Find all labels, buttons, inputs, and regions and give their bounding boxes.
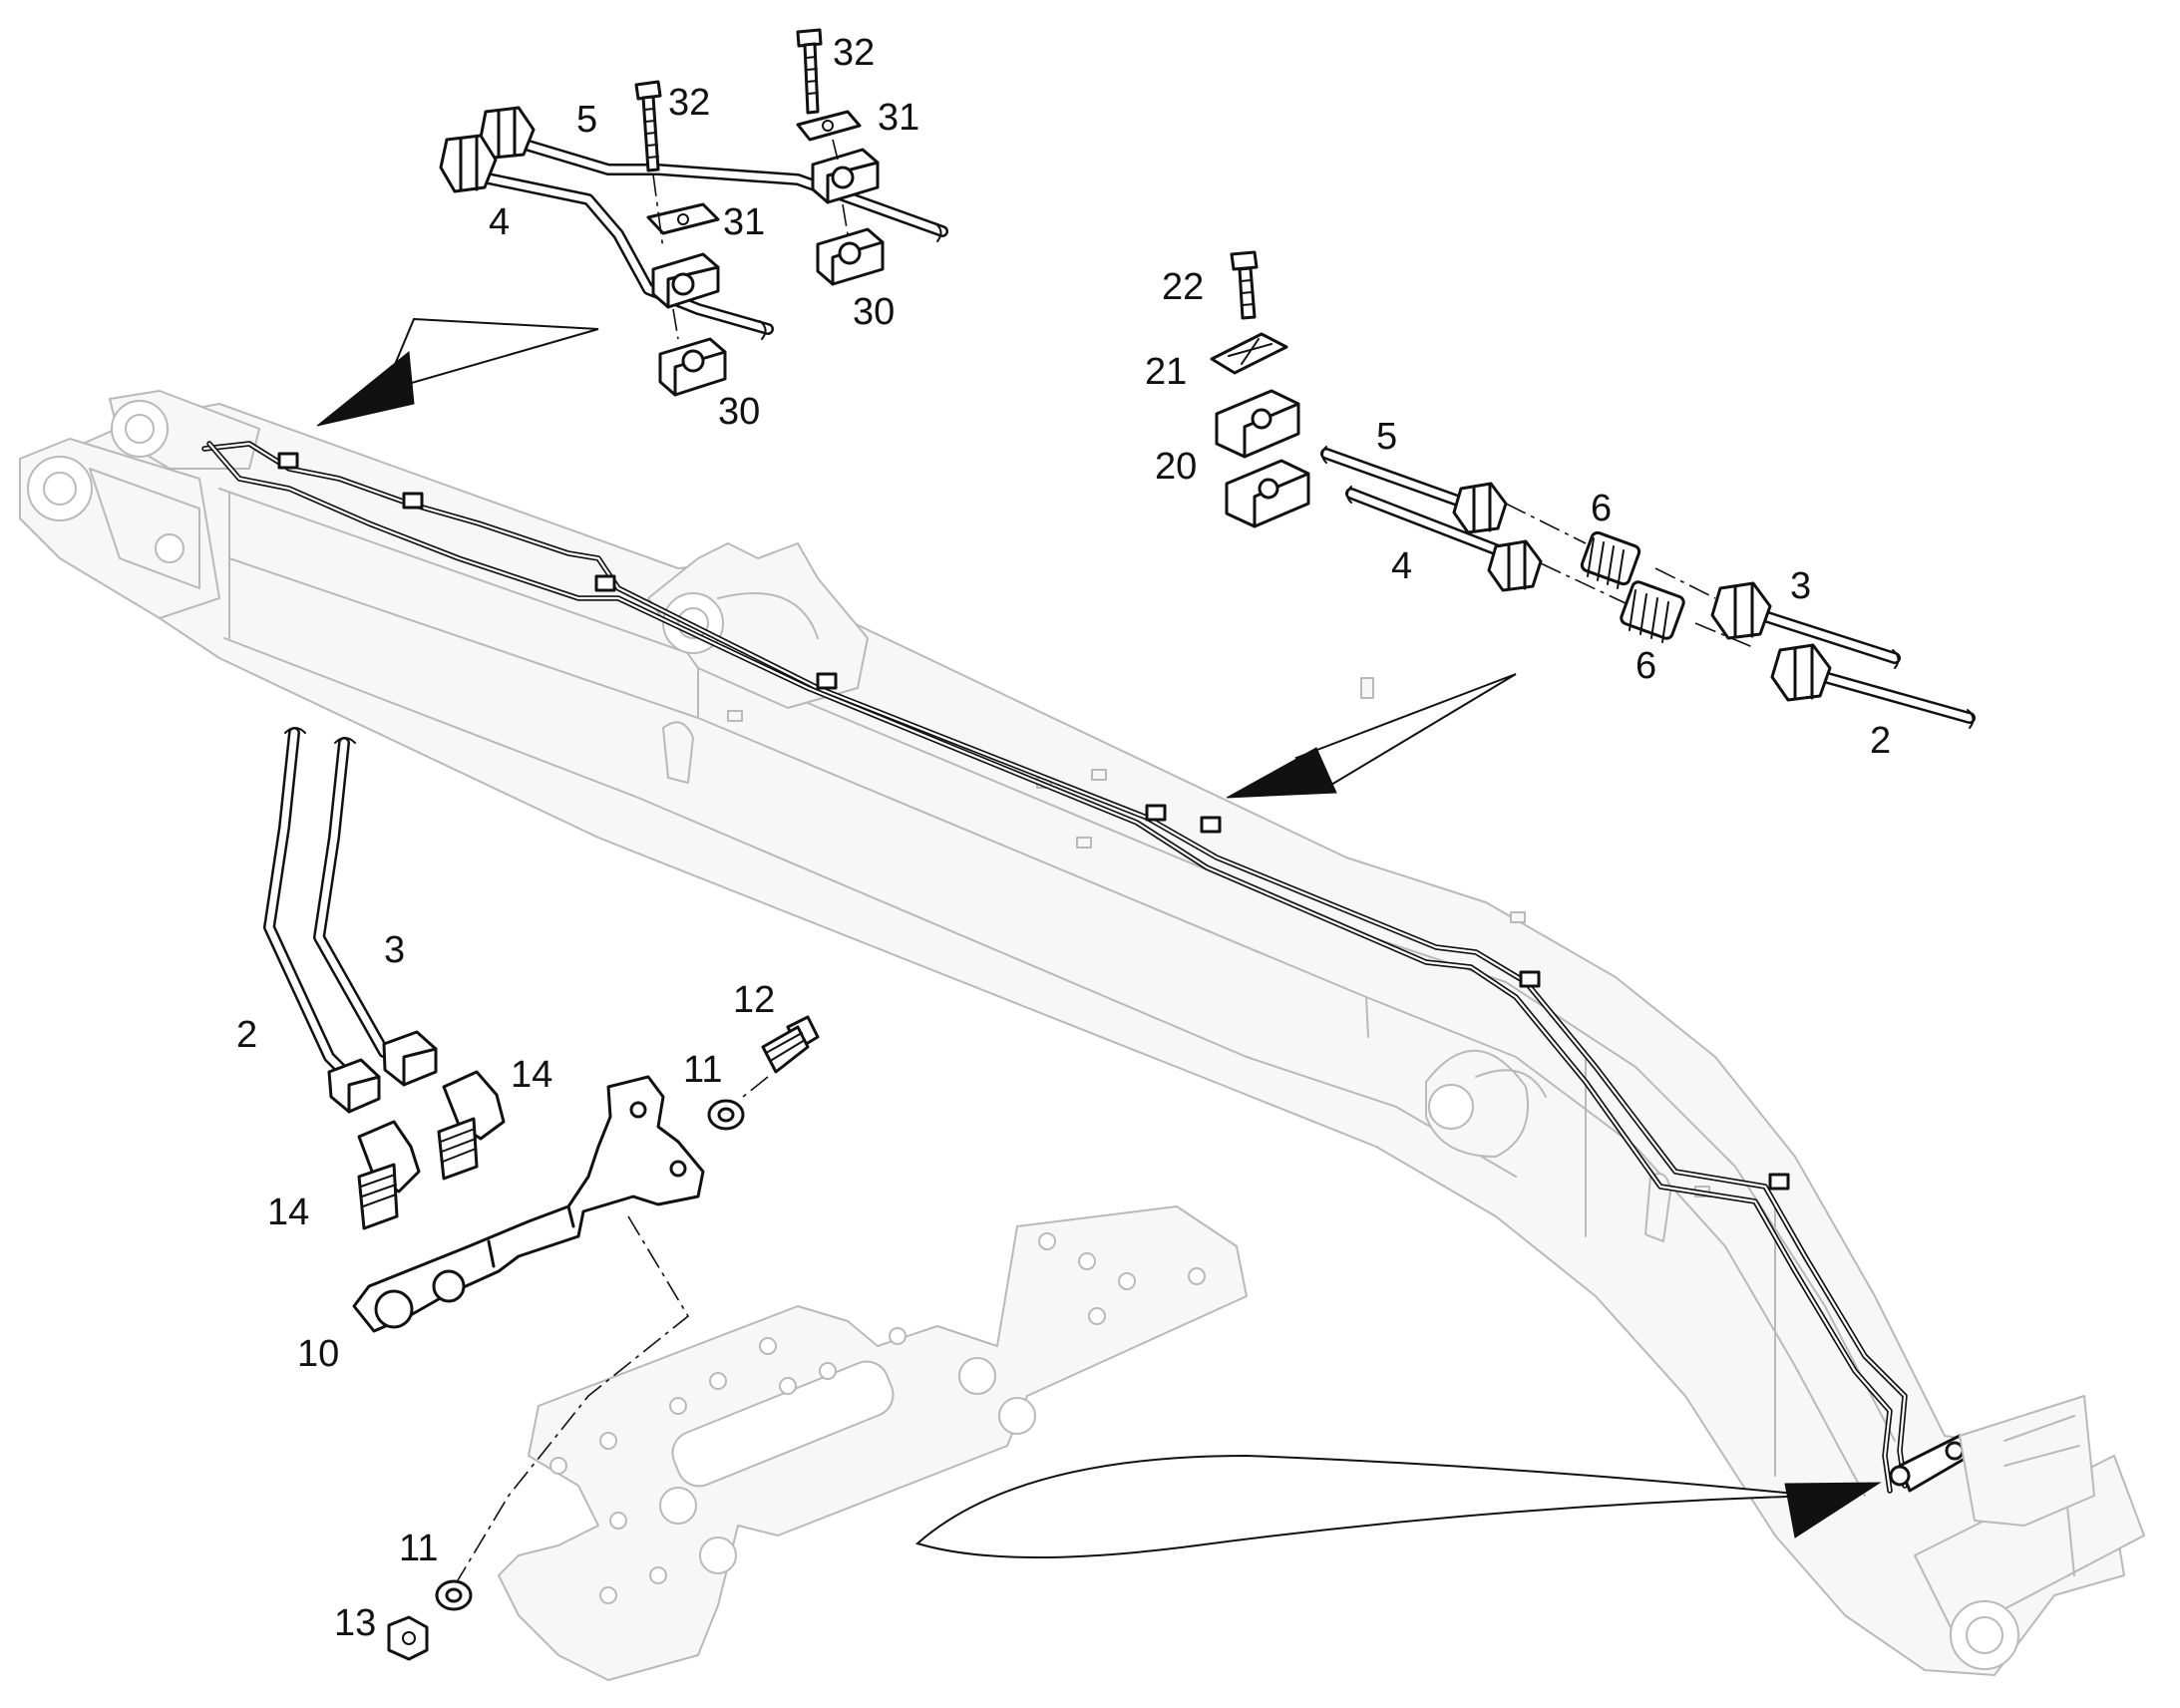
pointer-arrow-middle — [1226, 673, 1517, 799]
pointer-arrow-bottom — [914, 1454, 1882, 1559]
routed-lines-on-boom — [201, 441, 2095, 1527]
callout-32-right: 32 — [833, 32, 875, 74]
callout-5-top: 5 — [576, 99, 597, 141]
coupling-upper — [1580, 530, 1641, 589]
callout-12: 12 — [733, 979, 775, 1021]
pointer-arrow-top-left — [316, 317, 599, 427]
callout-13: 13 — [334, 1602, 376, 1644]
callout-21: 21 — [1145, 351, 1187, 393]
callout-4-right: 4 — [1391, 545, 1412, 587]
callout-3-right: 3 — [1790, 565, 1811, 607]
callout-5-right: 5 — [1376, 416, 1397, 458]
callout-31-left: 31 — [723, 201, 765, 243]
callout-22: 22 — [1162, 266, 1204, 308]
callout-4-top: 4 — [489, 201, 510, 243]
boom-outline — [19, 390, 2145, 1676]
elbow-fitting-right — [437, 1070, 506, 1181]
callout-14-left: 14 — [267, 1192, 309, 1233]
lower-bracket-detail — [263, 727, 820, 1661]
callout-labels: 32 32 31 31 30 30 5 4 22 21 20 5 4 6 6 3… — [236, 32, 1891, 1644]
mounting-plate-outline — [498, 1205, 1248, 1681]
callout-14-right: 14 — [511, 1054, 552, 1096]
callout-6-lower: 6 — [1635, 645, 1656, 687]
callout-30-left: 30 — [718, 391, 760, 433]
callout-6-upper: 6 — [1591, 488, 1612, 529]
callout-31-right: 31 — [878, 97, 919, 139]
callout-2-right: 2 — [1870, 720, 1891, 762]
callout-32-left: 32 — [668, 82, 710, 124]
callout-3-left: 3 — [384, 929, 405, 971]
callout-11-lower: 11 — [399, 1528, 438, 1569]
callout-20: 20 — [1155, 446, 1197, 488]
elbow-fitting-left — [357, 1120, 421, 1230]
callout-10: 10 — [297, 1333, 339, 1375]
top-clamp-detail — [439, 28, 948, 397]
callout-30-right: 30 — [853, 291, 895, 333]
right-coupling-detail — [1210, 250, 1976, 729]
callout-2-left: 2 — [236, 1014, 257, 1056]
coupling-lower — [1620, 580, 1685, 643]
callout-11-upper: 11 — [683, 1049, 722, 1091]
